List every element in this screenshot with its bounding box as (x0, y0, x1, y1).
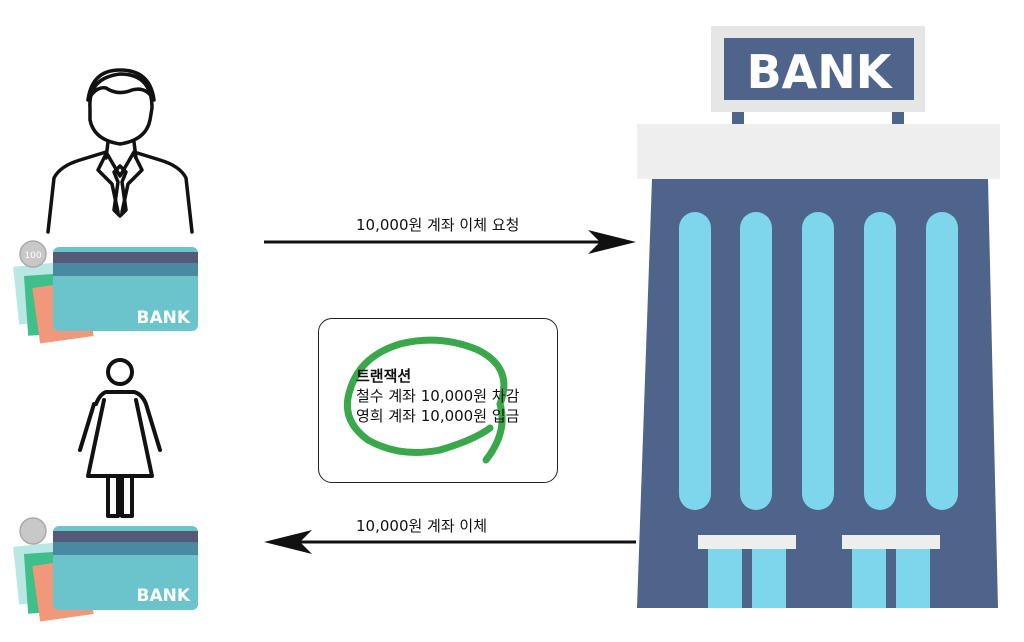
bank-pillar (740, 212, 772, 510)
bottom-card-stack: BANK (13, 517, 198, 622)
bank-sign-text: BANK (747, 45, 894, 99)
bank-door (752, 549, 786, 608)
response-arrow (264, 530, 636, 554)
transaction-title: 트랜잭션 (356, 367, 412, 385)
transaction-text: 트랜잭션 철수 계좌 10,000원 차감 영희 계좌 10,000원 입금 (356, 366, 519, 426)
coin-label: 100 (24, 251, 41, 261)
request-arrow-label: 10,000원 계좌 이체 요청 (356, 216, 520, 234)
card-label: BANK (136, 308, 190, 328)
transaction-box (318, 318, 558, 483)
bank-pillar (679, 212, 711, 510)
card-stripe-dark (53, 531, 198, 542)
sign-post (892, 112, 904, 124)
bank-door (896, 549, 930, 608)
bank-sign-board (724, 38, 914, 100)
transaction-line-credit: 영희 계좌 10,000원 입금 (356, 407, 520, 425)
bank-pillar (926, 212, 958, 510)
transaction-line-debit: 철수 계좌 10,000원 차감 (356, 387, 520, 405)
bank-door (708, 549, 742, 608)
sign-post (732, 112, 744, 124)
coin-icon (19, 517, 47, 545)
bank-pillar (802, 212, 834, 510)
card-stripe-dark (53, 252, 198, 263)
response-arrow-label: 10,000원 계좌 이체 (356, 517, 488, 535)
woman-icon (78, 358, 162, 518)
highlight-circle (343, 336, 508, 464)
bank-door-lintel (842, 535, 940, 549)
bank-roof (637, 124, 1000, 179)
card-stripe (53, 542, 198, 555)
bank-door-lintel (698, 535, 796, 549)
card-stripe (53, 263, 198, 276)
bank-pillar (864, 212, 896, 510)
bank-door (852, 549, 886, 608)
coin-icon (19, 240, 47, 268)
man-icon (46, 68, 194, 234)
request-arrow (264, 230, 636, 254)
top-card-stack: 100 BANK (13, 240, 198, 344)
card-label: BANK (136, 586, 190, 606)
bank-building: BANK (637, 26, 1000, 608)
